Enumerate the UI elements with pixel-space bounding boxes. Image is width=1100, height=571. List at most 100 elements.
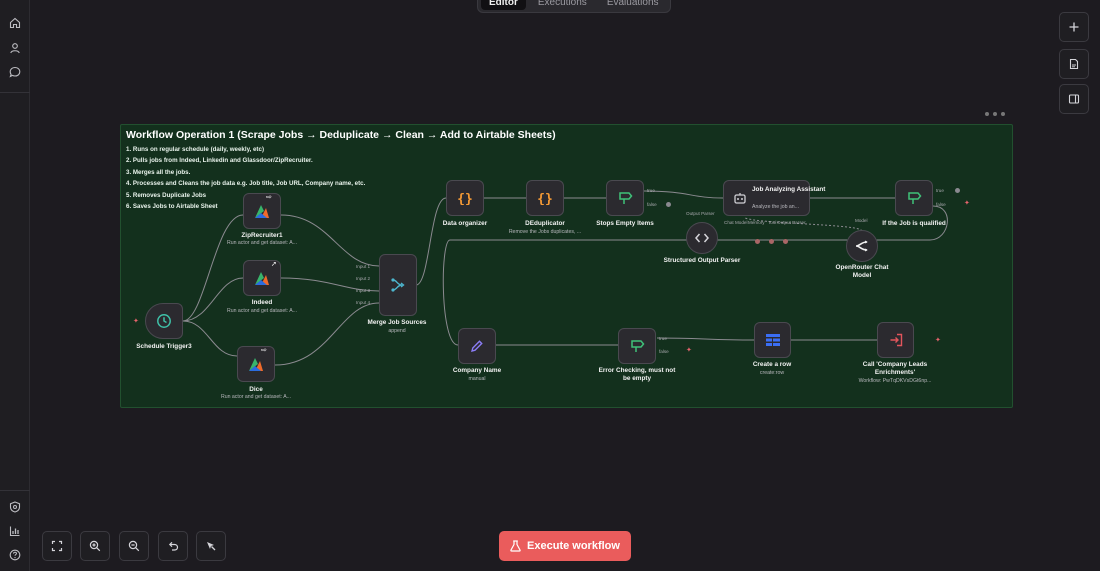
execute-workflow-button[interactable]: Execute workflow	[499, 531, 631, 561]
signpost-icon	[631, 340, 645, 352]
sticky-lines: 1. Runs on regular schedule (daily, week…	[126, 144, 365, 212]
node-deduplicator[interactable]: {}	[526, 180, 564, 216]
flask-icon	[510, 540, 521, 552]
chat-icon[interactable]	[5, 62, 25, 82]
node-dice[interactable]	[237, 346, 275, 382]
sticky-line: 2. Pulls jobs from Indeed, Linkedin and …	[126, 157, 313, 165]
node-label: Schedule Trigger3	[136, 343, 192, 350]
zoom-in-icon	[89, 540, 101, 552]
sub-port-handle[interactable]	[769, 239, 774, 244]
sticky-line: 6. Saves Jobs to Airtable Sheet	[126, 203, 218, 211]
branch-label: false	[647, 202, 657, 207]
add-node-button[interactable]	[1059, 12, 1089, 42]
tool-badge-icon: ⇨	[261, 347, 267, 354]
curly-braces-icon: {}	[457, 192, 473, 205]
node-label: OpenRouter Chat Model	[835, 264, 889, 279]
tidy-up-button[interactable]	[196, 531, 226, 561]
merge-icon	[391, 278, 405, 292]
panel-icon	[1068, 94, 1080, 104]
svg-text:{}: {}	[457, 192, 473, 205]
toggle-panel-button[interactable]	[1059, 84, 1089, 114]
node-label: Dice	[249, 386, 263, 393]
signpost-icon	[908, 192, 922, 204]
node-subtitle: create:row	[759, 370, 785, 376]
user-icon[interactable]	[5, 38, 25, 58]
output-handle[interactable]	[955, 188, 960, 193]
node-ziprecruiter[interactable]	[243, 193, 281, 229]
sidebar-divider	[0, 490, 30, 491]
tab-evaluations[interactable]: Evaluations	[606, 0, 659, 8]
branch-label: false	[936, 202, 946, 207]
node-indeed[interactable]	[243, 260, 281, 296]
zoom-out-button[interactable]	[119, 531, 149, 561]
shield-icon[interactable]	[5, 497, 25, 517]
apify-icon	[249, 358, 263, 371]
tab-executions[interactable]: Executions	[537, 0, 587, 8]
port-label: Output Parser	[686, 211, 715, 216]
fit-view-button[interactable]	[42, 531, 72, 561]
tab-editor[interactable]: Editor	[481, 0, 526, 10]
sub-port-handle[interactable]	[755, 239, 760, 244]
input-port-label: Input 1	[356, 264, 371, 269]
tool-badge-icon: ⇨	[266, 194, 272, 201]
node-subtitle: Remove the Jobs duplicates, ...	[508, 229, 582, 235]
add-node-icon[interactable]: ✦	[964, 200, 970, 207]
node-company-name[interactable]	[458, 328, 496, 364]
node-data-organizer[interactable]: {}	[446, 180, 484, 216]
node-openrouter-chat-model[interactable]	[846, 230, 878, 262]
sticky-toolbar[interactable]	[985, 112, 1005, 116]
undo-button[interactable]	[158, 531, 188, 561]
node-call-workflow[interactable]	[877, 322, 914, 358]
add-node-icon[interactable]: ✦	[935, 337, 941, 344]
tidy-up-icon	[207, 542, 216, 551]
node-if-qualified[interactable]	[895, 180, 933, 216]
clock-icon	[157, 314, 171, 328]
zoom-out-icon	[128, 540, 140, 552]
node-subtitle: Analyze the job an...	[752, 204, 800, 210]
branch-label: true	[936, 188, 944, 193]
help-icon[interactable]	[5, 545, 25, 565]
bar-chart-icon[interactable]	[5, 521, 25, 541]
arrow-icon: ➚	[271, 261, 277, 268]
port-label: Model	[855, 218, 868, 223]
sign-in-icon	[890, 333, 902, 347]
document-icon	[1069, 58, 1079, 70]
zoom-in-button[interactable]	[80, 531, 110, 561]
sub-port-handle[interactable]	[783, 239, 788, 244]
node-label: Create a row	[752, 361, 792, 368]
node-structured-output-parser[interactable]	[686, 222, 718, 254]
node-error-checking[interactable]	[618, 328, 656, 364]
node-label: Call 'Company Leads Enrichments'	[862, 361, 928, 376]
node-stops-empty-items[interactable]	[606, 180, 644, 216]
node-label: Merge Job Sources	[367, 319, 427, 326]
node-subtitle: manual	[468, 376, 486, 382]
sticky-line: 5. Removes Duplicate Jobs	[126, 191, 207, 199]
sticky-line: 4. Processes and Cleans the job data e.g…	[126, 180, 366, 188]
node-label: Structured Output Parser	[663, 257, 741, 264]
node-job-analyzing-assistant[interactable]	[723, 180, 810, 216]
add-sticky-button[interactable]	[1059, 49, 1089, 79]
port-label: Output Parser	[777, 220, 806, 225]
node-schedule-trigger[interactable]	[145, 303, 183, 339]
execute-workflow-label: Execute workflow	[527, 540, 620, 552]
branch-label: false	[659, 349, 669, 354]
sidebar-divider	[0, 92, 30, 93]
left-sidebar	[0, 0, 30, 571]
openrouter-icon	[855, 240, 868, 252]
undo-icon	[168, 541, 179, 551]
branch-label: true	[647, 188, 655, 193]
node-label: DEduplicator	[525, 220, 565, 227]
node-create-row[interactable]	[754, 322, 791, 358]
signpost-icon	[619, 192, 633, 204]
port-label: Tool	[768, 220, 777, 225]
add-node-icon[interactable]: ✦	[686, 347, 692, 354]
node-subtitle: Workflow: PwTqDKVsDGt6np...	[858, 378, 932, 384]
home-icon[interactable]	[5, 13, 25, 33]
output-handle[interactable]	[666, 202, 671, 207]
robot-icon	[734, 193, 746, 204]
input-port-label: Input 4	[356, 300, 371, 305]
add-trigger-icon[interactable]: ✦	[133, 318, 139, 325]
node-label: Error Checking, must not be empty	[598, 367, 676, 382]
node-merge[interactable]	[379, 254, 417, 316]
